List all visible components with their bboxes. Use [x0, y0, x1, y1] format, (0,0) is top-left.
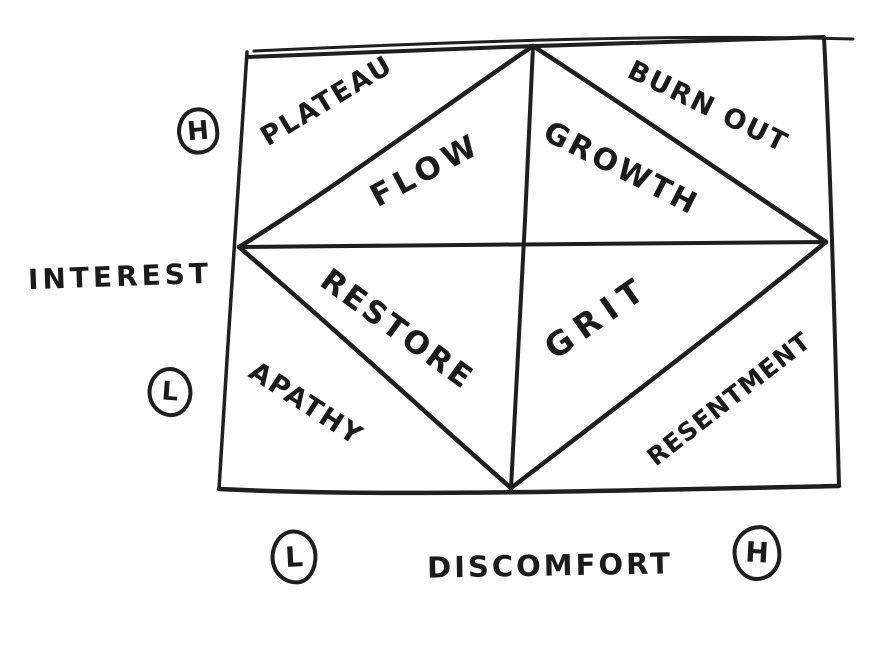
diamond-bottom-left-edge — [236, 244, 514, 491]
horizontal-center-line — [237, 240, 828, 249]
diamond-top-right-edge — [530, 43, 829, 245]
diamond-top-left-edge — [236, 43, 536, 250]
vertical-axis-label: INTEREST — [27, 256, 213, 297]
vertical-center-line — [509, 44, 535, 490]
diamond-bottom-right-edge — [508, 239, 829, 491]
frame-bottom-edge — [216, 483, 842, 496]
frame-top-edge — [245, 35, 826, 59]
frame-right-edge — [822, 35, 841, 488]
frame-left-edge — [217, 50, 249, 491]
horizontal-axis-label: DISCOMFORT — [426, 546, 674, 585]
frame-top-edge-double-stroke — [252, 35, 855, 53]
